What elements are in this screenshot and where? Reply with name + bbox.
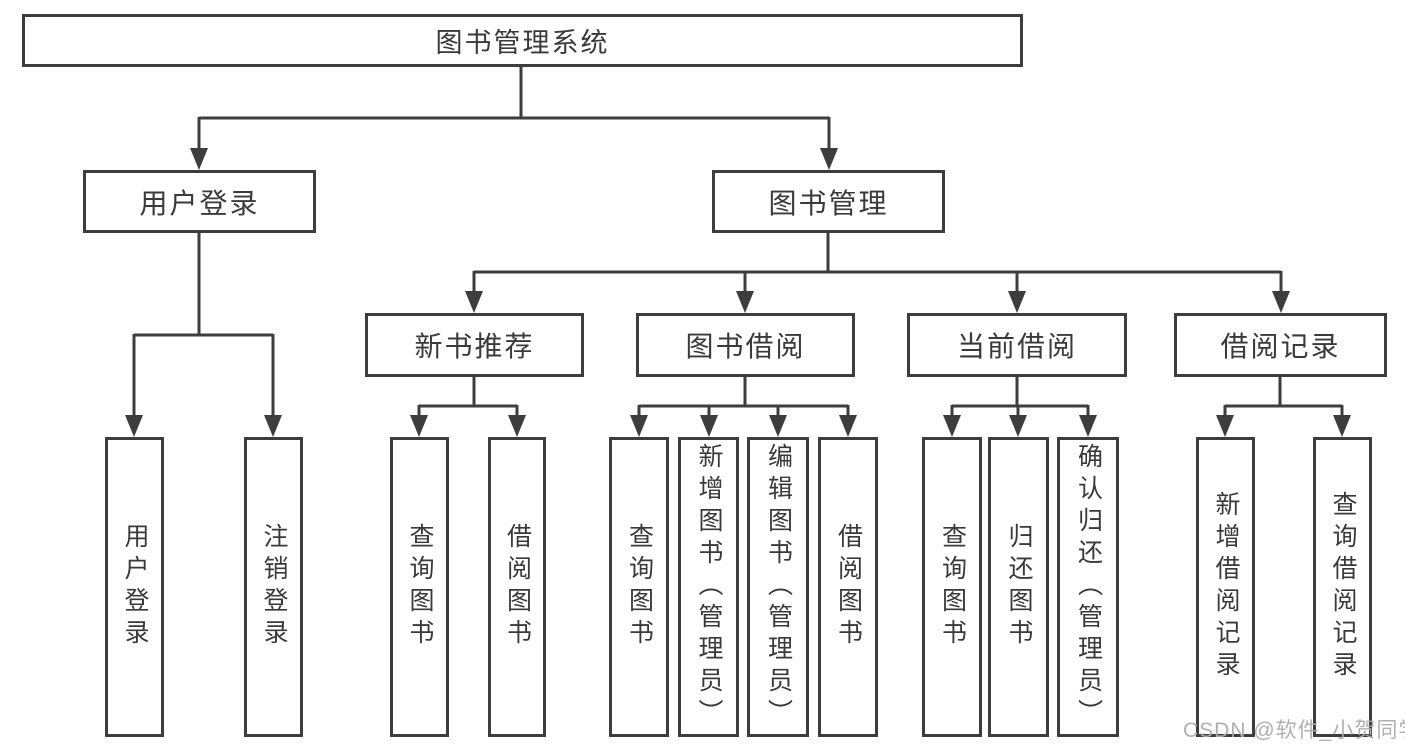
- leaf-query-books-current: 查询图书: [922, 437, 982, 737]
- leaf-query-books-newbook: 查询图书: [390, 437, 449, 737]
- node-new-book-recommendation: 新书推荐: [365, 313, 584, 377]
- csdn-watermark: CSDN @软件_小贺同学: [1183, 719, 1405, 742]
- leaf-confirm-return-admin: 确认归还（管理员）: [1057, 437, 1119, 737]
- leaf-label: 查询图书: [625, 523, 654, 651]
- node-book-management: 图书管理: [712, 170, 945, 233]
- node-user-login: 用户登录: [83, 170, 316, 233]
- leaf-label: 用户登录: [121, 523, 149, 651]
- node-book-borrowing: 图书借阅: [636, 313, 855, 377]
- leaf-label: 查询图书: [938, 523, 967, 651]
- leaf-return-book: 归还图书: [988, 437, 1049, 737]
- leaf-logout: 注销登录: [244, 437, 303, 737]
- node-borrowing-records: 借阅记录: [1174, 313, 1387, 377]
- leaf-label: 借阅图书: [503, 523, 532, 651]
- arrowhead-icons: [125, 148, 1351, 437]
- leaf-label: 新增借阅记录: [1212, 491, 1240, 683]
- leaf-label: 查询图书: [406, 523, 434, 651]
- leaf-label: 确认归还（管理员）: [1074, 443, 1103, 731]
- leaf-label: 注销登录: [260, 523, 288, 651]
- leaf-user-login: 用户登录: [105, 437, 164, 737]
- leaf-add-borrow-record: 新增借阅记录: [1196, 437, 1255, 737]
- leaf-query-books-borrowing: 查询图书: [609, 437, 669, 737]
- node-current-borrowing: 当前借阅: [907, 313, 1127, 377]
- leaf-query-borrow-record: 查询借阅记录: [1313, 437, 1372, 737]
- leaf-label: 归还图书: [1005, 523, 1033, 651]
- leaf-label: 编辑图书（管理员）: [764, 443, 793, 731]
- node-library-management-system: 图书管理系统: [22, 14, 1023, 67]
- leaf-borrow-books-newbook: 借阅图书: [488, 437, 546, 737]
- leaf-label: 查询借阅记录: [1329, 491, 1357, 683]
- leaf-edit-book-admin: 编辑图书（管理员）: [747, 437, 809, 737]
- leaf-borrow-books-borrowing: 借阅图书: [818, 437, 878, 737]
- leaf-add-book-admin: 新增图书（管理员）: [678, 437, 739, 737]
- leaf-label: 新增图书（管理员）: [695, 443, 723, 731]
- leaf-label: 借阅图书: [834, 523, 863, 651]
